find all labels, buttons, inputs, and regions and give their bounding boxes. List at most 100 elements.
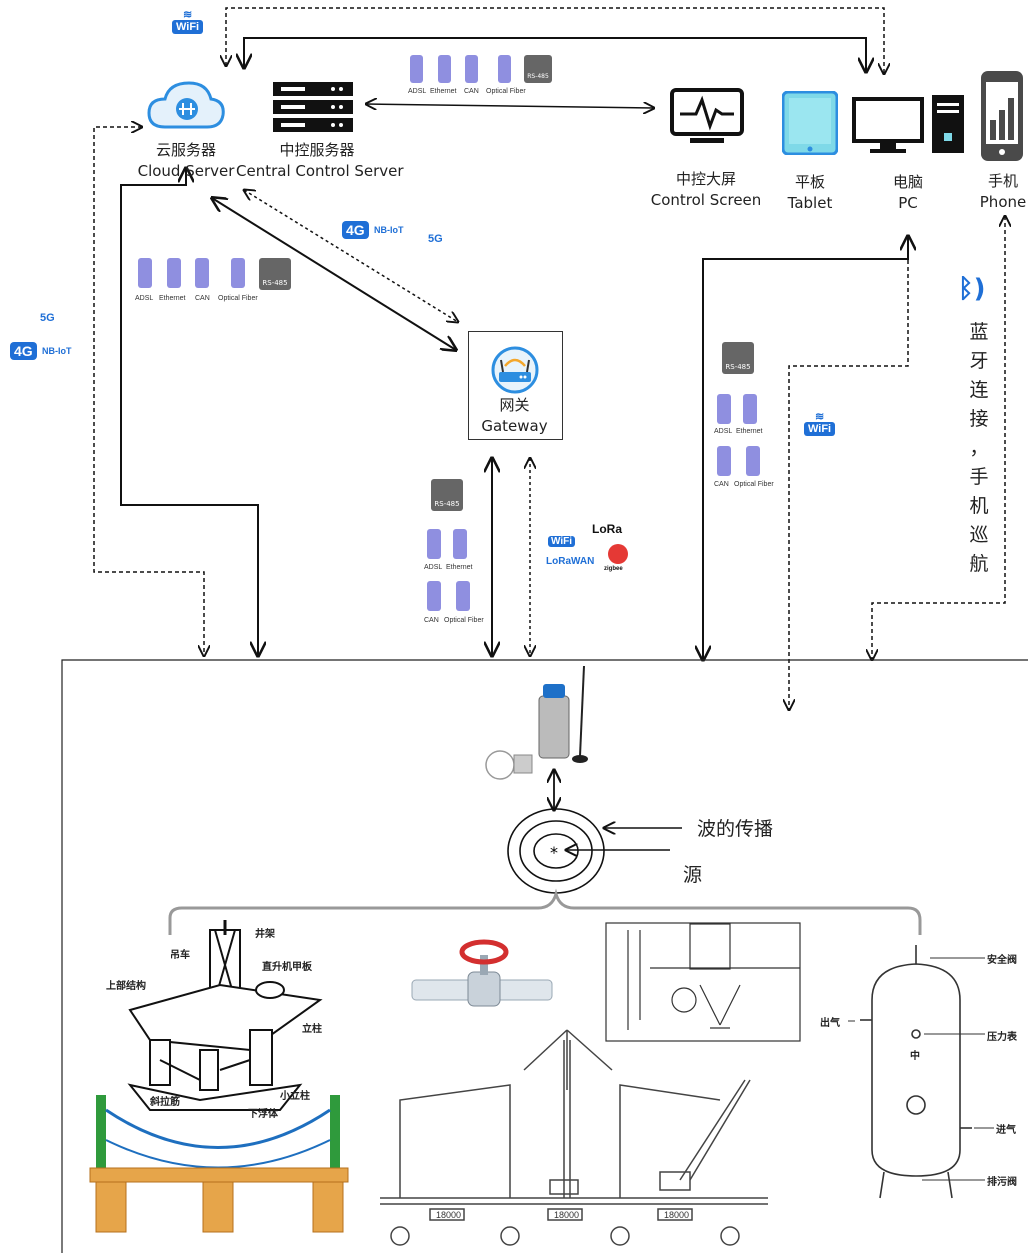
control-screen-icon xyxy=(670,88,744,144)
dim-label: 18000 xyxy=(664,1210,689,1220)
inlet-label: 进气 xyxy=(996,1121,1016,1136)
bt-char: ， xyxy=(967,434,991,463)
ethernet-icon xyxy=(743,394,757,424)
fiber-icon xyxy=(498,55,511,83)
can-label: CAN xyxy=(424,617,439,624)
adsl-label: ADSL xyxy=(135,295,153,302)
bluetooth-icon: ᛒ) xyxy=(958,274,985,304)
zigbee-icon xyxy=(608,544,628,564)
adsl-label: ADSL xyxy=(424,564,442,571)
fiber-label: Optical Fiber xyxy=(444,617,484,624)
wifi-label: WiFi xyxy=(172,20,203,34)
tablet-label: 平板 Tablet xyxy=(778,172,842,214)
wired-links-left: RS-485 ADSL Ethernet CAN Optical Fiber xyxy=(135,258,295,304)
pc-en: PC xyxy=(880,193,936,214)
wired-links-top: RS-485 ADSL Ethernet CAN Optical Fiber xyxy=(408,55,558,100)
fiber-icon xyxy=(231,258,245,288)
cellular-badges-center: 4G NB-IoT 5G xyxy=(342,219,452,249)
router-icon xyxy=(487,346,543,394)
zigbee-label: zigbee xyxy=(604,566,623,572)
bt-char: 巡 xyxy=(967,521,991,550)
brace-label: 斜拉筋 xyxy=(150,1093,180,1108)
bt-char: 连 xyxy=(967,376,991,405)
phone-en: Phone xyxy=(978,192,1028,213)
wifi-badge-top: ≋ WiFi xyxy=(172,10,203,34)
rs485-icon: RS-485 xyxy=(259,258,291,290)
tablet-en: Tablet xyxy=(778,193,842,214)
fiber-label: Optical Fiber xyxy=(218,295,258,302)
gateway-label: 网关 Gateway xyxy=(468,395,561,437)
central-server-en: Central Control Server xyxy=(236,161,398,182)
rs485-icon: RS-485 xyxy=(431,479,463,511)
ethernet-icon xyxy=(167,258,181,288)
can-label: CAN xyxy=(195,295,210,302)
bluetooth-patrol-text: 蓝 牙 连 接 ， 手 机 巡 航 xyxy=(967,318,991,579)
bt-char: 蓝 xyxy=(967,318,991,347)
fiber-icon xyxy=(456,581,470,611)
outlet-label: 出气 xyxy=(820,1014,840,1029)
tablet-cn: 平板 xyxy=(778,172,842,193)
bt-char: 接 xyxy=(967,405,991,434)
adsl-label: ADSL xyxy=(408,88,426,95)
5g-icon: 5G xyxy=(428,233,443,245)
wifi-icon: ≋ xyxy=(804,412,835,422)
dim-label: 18000 xyxy=(554,1210,579,1220)
pressure-tank-icon xyxy=(860,945,972,1198)
can-label: CAN xyxy=(464,88,479,95)
pc-label: 电脑 PC xyxy=(880,172,936,214)
helideck-label: 直升机甲板 xyxy=(262,958,312,973)
svg-text:*: * xyxy=(550,843,558,862)
gauge-label: 压力表 xyxy=(987,1028,1017,1043)
pc-cn: 电脑 xyxy=(880,172,936,193)
bt-char: 手 xyxy=(967,463,991,492)
bt-char: 机 xyxy=(967,492,991,521)
wifi-label: WiFi xyxy=(548,536,575,547)
lora-label: LoRa xyxy=(592,522,622,536)
central-server-cn: 中控服务器 xyxy=(236,140,398,161)
ethernet-icon xyxy=(453,529,467,559)
crane-label: 吊车 xyxy=(170,946,190,961)
offshore-platform-icon xyxy=(130,920,320,1110)
adsl-label: ADSL xyxy=(714,428,732,435)
can-label: CAN xyxy=(714,481,729,488)
fiber-label: Optical Fiber xyxy=(734,481,774,488)
nbiot-icon: NB-IoT xyxy=(374,225,404,235)
lpwan-badges: WiFi LoRa LoRaWAN zigbee xyxy=(546,520,636,580)
cellular-badges-left: 5G 4G NB-IoT xyxy=(10,296,90,366)
sensor-device-icon xyxy=(486,666,588,779)
bridge-icon xyxy=(90,1095,348,1232)
tablet-icon xyxy=(782,91,838,155)
phone-label: 手机 Phone xyxy=(978,171,1028,213)
cloud-server-label: 云服务器 Cloud Server xyxy=(136,140,236,182)
4g-icon: 4G xyxy=(342,221,369,239)
pontoon-label: 下浮体 xyxy=(248,1105,278,1120)
gateway-cn: 网关 xyxy=(468,395,561,416)
rs485-icon: RS-485 xyxy=(524,55,552,83)
ethernet-label: Ethernet xyxy=(159,295,185,302)
upper-structure-label: 上部结构 xyxy=(106,977,146,992)
can-icon xyxy=(195,258,209,288)
wifi-badge-pc: ≋ WiFi xyxy=(804,412,835,436)
ethernet-icon xyxy=(438,55,451,83)
rs485-icon: RS-485 xyxy=(722,342,754,374)
source-label: 源 xyxy=(683,860,702,887)
mechanism-drawing-icon xyxy=(606,923,800,1041)
bt-char: 牙 xyxy=(967,347,991,376)
phone-cn: 手机 xyxy=(978,171,1028,192)
cloud-server-cn: 云服务器 xyxy=(136,140,236,161)
central-server-icon xyxy=(273,82,353,132)
adsl-icon xyxy=(138,258,152,288)
adsl-icon xyxy=(410,55,423,83)
ethernet-label: Ethernet xyxy=(446,564,472,571)
4g-icon: 4G xyxy=(10,342,37,360)
pc-icon xyxy=(852,95,966,155)
wired-links-pc: RS-485 ADSL Ethernet CAN Optical Fiber xyxy=(714,342,784,492)
column-label: 立柱 xyxy=(302,1020,322,1035)
pipe-valve-icon xyxy=(412,942,552,1006)
can-icon xyxy=(717,446,731,476)
control-screen-label: 中控大屏 Control Screen xyxy=(650,169,762,211)
lorawan-label: LoRaWAN xyxy=(546,556,594,567)
5g-icon: 5G xyxy=(40,312,55,324)
adsl-icon xyxy=(427,529,441,559)
